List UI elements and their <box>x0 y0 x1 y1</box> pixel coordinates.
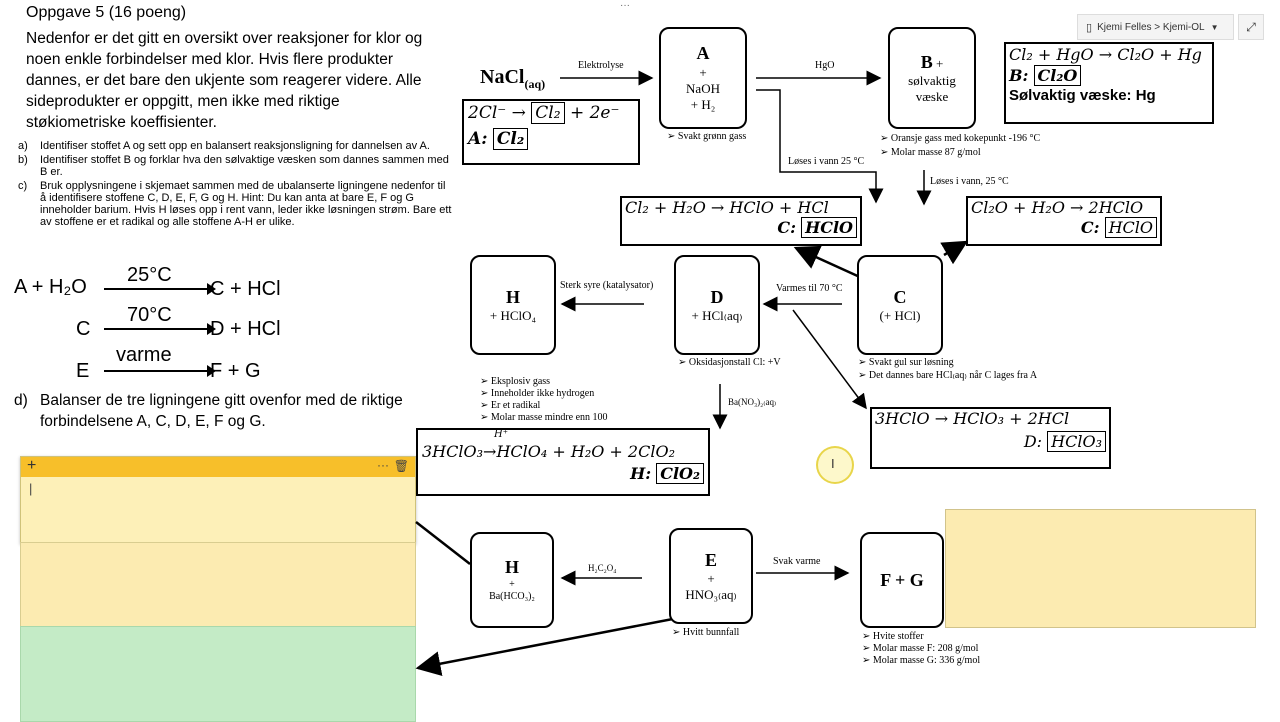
compound-box-h-bottom: H + Ba(HCO₃)₂ <box>470 532 554 628</box>
reaction-1: A + H₂O 25°C C + HCl <box>14 264 281 300</box>
notes-a: Svakt grønn gass <box>667 131 746 142</box>
answer-box-a: 2Cl⁻ → Cl₂ + 2e⁻ A: Cl₂ <box>462 99 640 165</box>
nacl-label: NaCl(aq) <box>480 66 546 91</box>
compound-box-b: B + sølvaktig væske <box>888 27 976 129</box>
answer-box-d: 3HClO → HClO₃ + 2HCl D: HClO₃ <box>870 407 1111 469</box>
question-d: d) Balanser de tre ligningene gitt ovenf… <box>14 392 403 430</box>
notes-e: Hvitt bunnfall <box>672 627 739 638</box>
answer-box-h: 3HClO₃→HClO₄ + H₂O + 2ClO₂ H⁺ H: ClO₂ <box>416 428 710 496</box>
question-b: b)Identifiser stoffet B og forklar hva d… <box>18 154 449 178</box>
delete-note-button[interactable]: 🗑 <box>393 459 409 473</box>
question-c: c)Bruk opplysningene i skjemaet sammen m… <box>18 180 452 228</box>
cursor-highlight <box>816 446 854 484</box>
reaction-2: C 70°C D + HCl <box>76 304 281 340</box>
more-options-button[interactable]: ··· <box>377 458 389 472</box>
add-note-button[interactable]: + <box>27 457 37 474</box>
expand-icon[interactable]: ⤢ <box>1238 14 1264 40</box>
answer-box-c1: Cl₂ + H₂O → HClO + HCl C: HClO <box>620 196 862 246</box>
arrow-label-svak-varme: Svak varme <box>773 556 821 567</box>
arrow-label-bano3: Ba(NO₃)₂₍aq₎ <box>728 397 777 407</box>
notes-c: Svakt gul sur løsning Det dannes bare HC… <box>858 357 1037 381</box>
arrow-label-h2c2o4: H₂C₂O₄ <box>588 563 617 573</box>
question-a: a)Identifiser stoffet A og sett opp en b… <box>18 140 430 152</box>
compound-box-fg: F + G <box>860 532 944 628</box>
sticky-note-yellow[interactable] <box>20 542 416 628</box>
sticky-note-header: + ··· 🗑 <box>21 457 415 477</box>
sticky-note-green[interactable] <box>20 626 416 722</box>
arrow-label-varmes70: Varmes til 70 °C <box>776 283 843 294</box>
task-intro: Nedenfor er det gitt en oversikt over re… <box>26 30 423 131</box>
sticky-note-input[interactable]: | <box>29 481 33 496</box>
reaction-3: E varme F + G <box>76 344 261 382</box>
sticky-note[interactable]: + ··· 🗑 | <box>20 456 416 544</box>
notes-h: Eksplosiv gass Inneholder ikke hydrogen … <box>480 376 608 423</box>
arrow-label-elektrolyse: Elektrolyse <box>578 60 624 71</box>
text-cursor-icon: I <box>831 456 835 471</box>
notebook-tab[interactable]: ▯ Kjemi Felles > Kjemi-OL ▼ <box>1077 14 1234 40</box>
compound-box-e: E + HNO₃₍aq₎ <box>669 528 753 624</box>
question-list: a)Identifiser stoffet A og sett opp en b… <box>14 140 454 230</box>
compound-box-c: C (+ HCl) <box>857 255 943 355</box>
arrow-label-hgo: HgO <box>815 60 835 71</box>
compound-box-d: D + HCl₍aq₎ <box>674 255 760 355</box>
chevron-down-icon[interactable]: ▼ <box>1210 22 1219 32</box>
compound-box-a: A + NaOH + H₂ <box>659 27 747 129</box>
notebook-icon: ▯ <box>1086 21 1093 34</box>
notebook-tab-label: Kjemi Felles > Kjemi-OL <box>1097 21 1205 33</box>
notes-d: Oksidasjonstall Cl: +V <box>678 357 781 368</box>
compound-box-h-top: H + HClO₄ <box>470 255 556 355</box>
answer-box-c2: Cl₂O + H₂O → 2HClO C: HClO <box>966 196 1162 246</box>
arrow-label-sterk-syre: Sterk syre (katalysator) <box>560 280 654 291</box>
notes-b: Oransje gass med kokepunkt -196 °C Molar… <box>880 133 1040 158</box>
arrow-label-loses25b: Løses i vann, 25 °C <box>930 176 1009 187</box>
sticky-note-right[interactable] <box>945 509 1256 628</box>
arrow-label-loses25: Løses i vann 25 °C <box>788 156 865 167</box>
notes-fg: Hvite stoffer Molar masse F: 208 g/mol M… <box>862 631 980 666</box>
answer-box-b: Cl₂ + HgO → Cl₂O + Hg B: Cl₂O Sølvaktig … <box>1004 42 1214 124</box>
task-heading: Oppgave 5 (16 poeng) <box>26 4 187 21</box>
window-dots: ··· <box>620 0 630 11</box>
